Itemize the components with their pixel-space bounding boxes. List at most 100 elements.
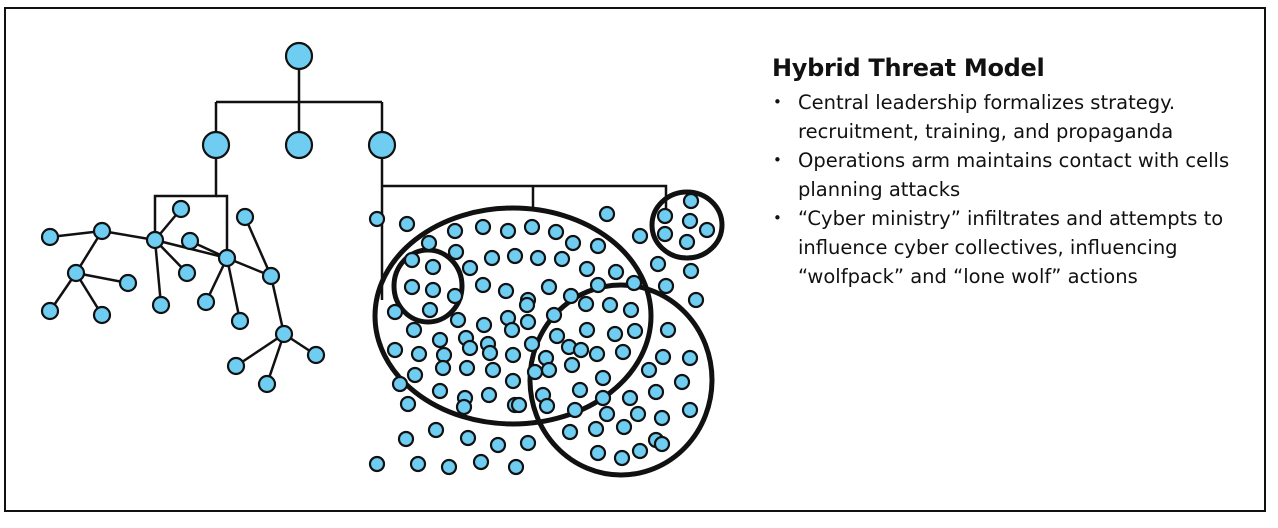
collective-node bbox=[526, 363, 544, 381]
cell-node bbox=[274, 324, 294, 344]
collective-node bbox=[446, 287, 464, 305]
cell-node bbox=[151, 295, 171, 315]
collective-node bbox=[562, 287, 580, 305]
bullet-icon: • bbox=[773, 209, 782, 227]
collective-node bbox=[681, 349, 699, 367]
cell-node bbox=[196, 292, 216, 312]
collective-node bbox=[399, 395, 417, 413]
collective-node bbox=[538, 397, 556, 415]
legend-item-text: Central leadership formalizes strategy. … bbox=[798, 91, 1176, 143]
cell-node bbox=[145, 230, 165, 250]
collective-node bbox=[598, 405, 616, 423]
cell-node bbox=[118, 273, 138, 293]
leadership-node bbox=[284, 41, 314, 71]
collective-node bbox=[631, 227, 649, 245]
collective-node bbox=[405, 321, 423, 339]
cell-node bbox=[66, 263, 86, 283]
collective-node bbox=[510, 396, 528, 414]
diagram-frame bbox=[4, 7, 1266, 512]
collective-node bbox=[506, 247, 524, 265]
collective-node bbox=[409, 455, 427, 473]
collective-node bbox=[446, 222, 464, 240]
legend-panel: Hybrid Threat Model • Central leadership … bbox=[772, 54, 1252, 291]
collective-node bbox=[458, 359, 476, 377]
nodes bbox=[40, 41, 716, 476]
leadership-node bbox=[201, 130, 231, 160]
cell-node bbox=[180, 231, 200, 251]
collective-node bbox=[420, 234, 438, 252]
legend-title: Hybrid Threat Model bbox=[772, 54, 1045, 82]
collective-node bbox=[653, 409, 671, 427]
collective-node bbox=[606, 325, 624, 343]
collective-node bbox=[649, 255, 667, 273]
collective-rings bbox=[372, 189, 725, 478]
collective-node bbox=[566, 401, 584, 419]
cell-node bbox=[306, 345, 326, 365]
collective-node bbox=[656, 225, 674, 243]
collective-node bbox=[472, 453, 490, 471]
collective-node bbox=[653, 435, 671, 453]
collective-node bbox=[588, 345, 606, 363]
collective-node bbox=[481, 344, 499, 362]
collective-node bbox=[475, 316, 493, 334]
collective-node bbox=[398, 215, 416, 233]
collective-node bbox=[461, 259, 479, 277]
collective-node bbox=[681, 212, 699, 230]
collective-node bbox=[483, 249, 501, 267]
cell-node bbox=[171, 199, 191, 219]
collective-node bbox=[540, 278, 558, 296]
collective-node bbox=[657, 277, 675, 295]
collective-node bbox=[629, 405, 647, 423]
cell-node bbox=[177, 263, 197, 283]
collective-node bbox=[625, 274, 643, 292]
collective-node bbox=[406, 366, 424, 384]
collective-node bbox=[518, 296, 536, 314]
bullet-icon: • bbox=[773, 151, 782, 169]
cyber-collective-ring bbox=[527, 282, 715, 478]
hierarchy-line bbox=[153, 145, 218, 240]
network-edge bbox=[243, 216, 273, 277]
collective-node bbox=[545, 306, 563, 324]
collective-node bbox=[647, 383, 665, 401]
collective-node bbox=[613, 449, 631, 467]
collective-node bbox=[659, 321, 677, 339]
leadership-node bbox=[367, 130, 397, 160]
collective-node bbox=[656, 207, 674, 225]
collective-node bbox=[397, 430, 415, 448]
collective-node bbox=[480, 386, 498, 404]
bullet-icon: • bbox=[773, 93, 782, 111]
collective-node bbox=[421, 301, 439, 319]
cell-node bbox=[92, 305, 112, 325]
legend-item: • Central leadership formalizes strategy.… bbox=[772, 88, 1252, 146]
collective-node bbox=[504, 372, 522, 390]
cell-node bbox=[235, 207, 255, 227]
legend-list: • Central leadership formalizes strategy.… bbox=[772, 88, 1252, 291]
collective-node bbox=[589, 444, 607, 462]
collective-node bbox=[529, 249, 547, 267]
collective-node bbox=[424, 281, 442, 299]
collective-node bbox=[589, 276, 607, 294]
cell-node bbox=[226, 356, 246, 376]
collective-node bbox=[410, 345, 428, 363]
collective-node bbox=[564, 234, 582, 252]
collective-node bbox=[654, 348, 672, 366]
collective-node bbox=[547, 223, 565, 241]
collective-node bbox=[424, 258, 442, 276]
collective-node bbox=[563, 356, 581, 374]
collective-node bbox=[368, 455, 386, 473]
collective-node bbox=[386, 303, 404, 321]
collective-node bbox=[461, 339, 479, 357]
collective-node bbox=[682, 262, 700, 280]
collective-node bbox=[681, 401, 699, 419]
collective-node bbox=[589, 237, 607, 255]
cell-node bbox=[92, 221, 112, 241]
collective-node bbox=[489, 436, 507, 454]
collective-node bbox=[474, 218, 492, 236]
collective-node bbox=[621, 389, 639, 407]
collective-node bbox=[615, 418, 633, 436]
collective-node bbox=[427, 421, 445, 439]
collective-node bbox=[698, 221, 716, 239]
collective-node bbox=[622, 301, 640, 319]
collective-node bbox=[435, 346, 453, 364]
